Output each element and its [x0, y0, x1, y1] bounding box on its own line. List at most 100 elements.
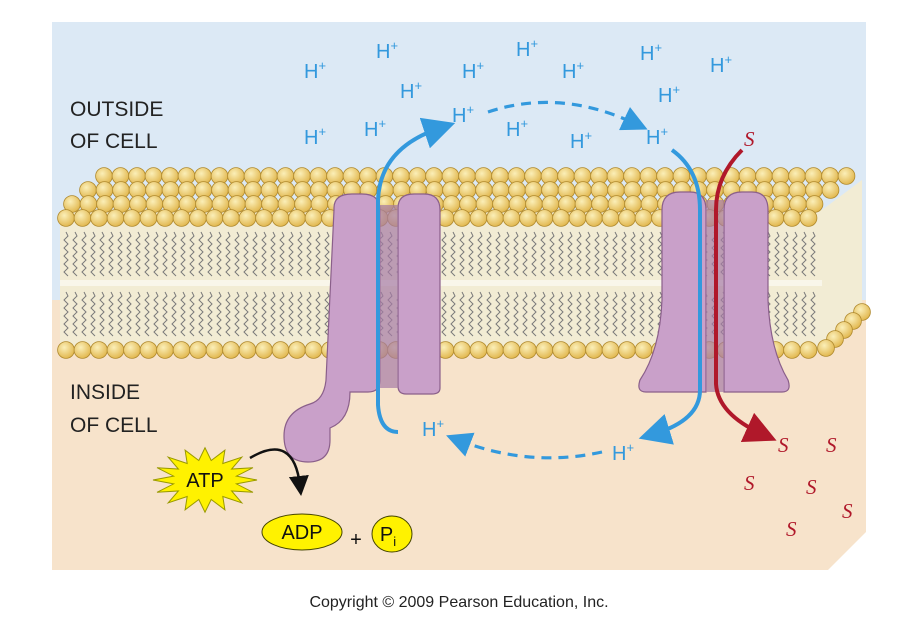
hydrogen-ion: H+ — [506, 116, 528, 141]
lipid-tail — [549, 231, 555, 277]
proton-pump-channel — [380, 205, 398, 388]
outside-label-line1: OUTSIDE — [70, 98, 163, 121]
lipid-tail — [288, 231, 294, 277]
solute-inside: S — [826, 433, 837, 457]
phospholipid-head — [535, 209, 554, 227]
atp-hydrolysis-arrow — [249, 448, 309, 496]
hydrogen-ion: H+ — [658, 82, 680, 107]
lipid-tail — [108, 231, 114, 277]
lipid-tail — [567, 291, 573, 337]
phospholipid-head — [271, 341, 290, 359]
phospholipid-head — [123, 341, 141, 359]
lipid-tail — [477, 291, 483, 337]
phospholipid-head — [222, 209, 240, 227]
proton-pump — [283, 193, 441, 463]
lipid-tail — [513, 231, 519, 277]
bilayer-midline — [60, 280, 822, 286]
lipid-tail — [297, 291, 303, 337]
adp-label: ADP — [281, 522, 322, 544]
lipid-tail — [117, 231, 123, 277]
lipid-tail — [486, 231, 492, 277]
phospholipid-heads-side-edge — [817, 303, 871, 357]
copyright-notice: Copyright © 2009 Pearson Education, Inc. — [309, 594, 609, 611]
lipid-tail — [486, 291, 492, 337]
lipid-tail — [792, 231, 798, 277]
phospholipid-head — [106, 341, 125, 359]
lipid-tail — [288, 291, 294, 337]
lipid-tail — [243, 291, 249, 337]
lipid-tail — [477, 231, 483, 277]
lipid-tail — [324, 231, 330, 277]
lipid-tail — [72, 231, 78, 277]
phospholipid-head — [238, 209, 257, 227]
phospholipid-head — [139, 341, 158, 359]
adp-oval — [261, 513, 343, 551]
phospholipid-head — [568, 341, 587, 359]
lipid-tail — [774, 291, 780, 337]
atp-label: ATP — [186, 470, 223, 492]
phospholipid-head — [139, 209, 158, 227]
lipid-tail — [261, 231, 267, 277]
lipid-tail — [180, 231, 186, 277]
solute-inside: S — [806, 475, 817, 499]
solute-inside: S — [778, 433, 789, 457]
phospholipid-head — [821, 181, 840, 199]
cotransporter-left-subunit — [638, 191, 707, 393]
phospholipid-heads-top-surface — [63, 167, 856, 213]
phospholipid-head — [486, 341, 504, 359]
hydrogen-ion: H+ — [562, 58, 584, 83]
phospholipid-head — [519, 341, 537, 359]
lipid-tail — [567, 231, 573, 277]
phospholipid-head — [837, 167, 856, 185]
lipid-tail — [306, 231, 312, 277]
lipid-tail — [630, 231, 636, 277]
hydrogen-ion: H+ — [462, 58, 484, 83]
lipid-tail — [162, 291, 168, 337]
lipid-tail — [279, 231, 285, 277]
solute-flow-arrow — [714, 148, 777, 442]
hydrogen-ion: H+ — [646, 124, 668, 149]
lipid-tail — [252, 231, 258, 277]
phospholipid-head — [799, 209, 818, 227]
lipid-tail — [315, 231, 321, 277]
lipid-tail — [261, 291, 267, 337]
proton-diffusion-dashed-arrow — [487, 100, 648, 131]
lipid-tail — [441, 231, 447, 277]
lipid-tail — [612, 231, 618, 277]
lipid-tail — [234, 231, 240, 277]
lipid-tail — [522, 231, 528, 277]
hydrogen-ion: H+ — [710, 52, 732, 77]
lipid-tail — [495, 231, 501, 277]
phospholipid-head — [90, 341, 108, 359]
proton-pump-flow-arrow — [376, 117, 456, 434]
phospholipid-head — [469, 209, 488, 227]
lipid-tail — [558, 291, 564, 337]
hydrogen-ion: H+ — [400, 78, 422, 103]
lipid-tail — [576, 231, 582, 277]
proton-return-dashed-arrow — [446, 432, 603, 460]
solute-inside: S — [786, 517, 797, 541]
hydrogen-ion: H+ — [422, 416, 444, 441]
lipid-tail — [306, 291, 312, 337]
lipid-tail — [549, 291, 555, 337]
phospholipid-head — [172, 341, 191, 359]
lipid-tail — [783, 231, 789, 277]
lipid-tail — [198, 231, 204, 277]
cotransporter — [638, 191, 790, 393]
phospholipid-head — [238, 341, 257, 359]
lipid-tail — [783, 291, 789, 337]
phospholipid-head — [817, 339, 835, 357]
phospholipid-head — [288, 209, 306, 227]
phospholipid-head — [634, 209, 653, 227]
adp-product: ADP — [261, 513, 343, 551]
hydrogen-ions-inside: H+ H+ — [422, 416, 634, 465]
lipid-tail — [621, 291, 627, 337]
phospholipid-head — [766, 209, 785, 227]
phospholipid-head — [73, 209, 92, 227]
phospholipid-head — [618, 209, 636, 227]
lipid-tail — [135, 231, 141, 277]
lipid-tail — [531, 291, 537, 337]
hydrogen-ions-outside: H+ H+ H+ H+ H+ H+ H+ H+ H+ H+ H+ H+ H+ H… — [304, 36, 732, 153]
lipid-tail — [90, 231, 96, 277]
lipid-tail — [63, 231, 69, 277]
